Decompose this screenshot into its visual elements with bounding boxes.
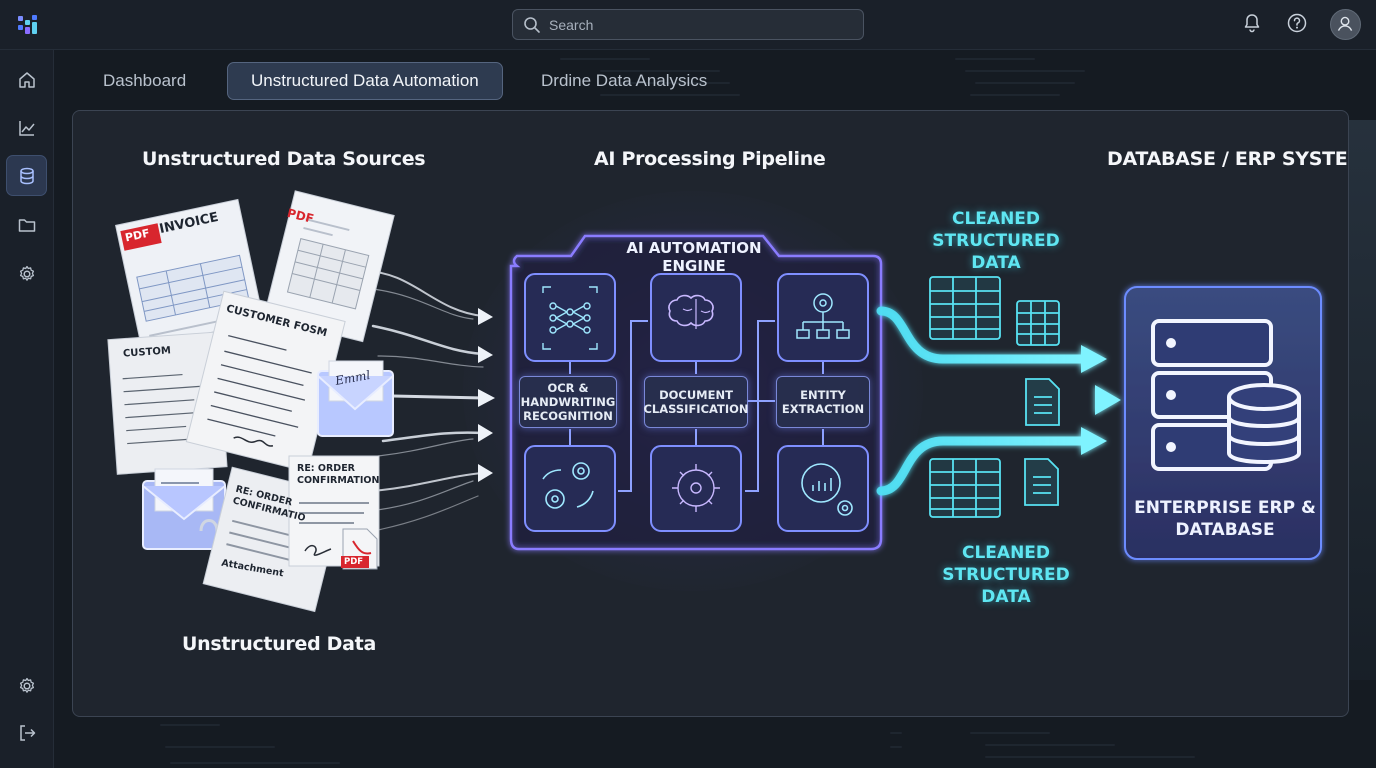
engine-tile-data-hub bbox=[777, 273, 869, 362]
engine-tile-circuit-brain bbox=[650, 445, 742, 532]
settings-icon bbox=[19, 677, 34, 693]
erp-title: DATABASE / ERP SYSTEM bbox=[1107, 148, 1349, 170]
order-confirmation-label: RE: ORDER CONFIRMATION bbox=[297, 463, 380, 486]
sources-title: Unstructured Data Sources bbox=[142, 148, 426, 170]
document-icon bbox=[1025, 378, 1060, 426]
output-flow-lines bbox=[876, 306, 1108, 496]
pdf-badge bbox=[120, 223, 162, 251]
sidebar-item-database[interactable] bbox=[6, 155, 47, 196]
settings-icon bbox=[19, 265, 34, 281]
user-icon bbox=[1337, 16, 1353, 31]
top-bar bbox=[0, 0, 1376, 50]
output-label-bottom: CLEANED STRUCTURED DATA bbox=[942, 543, 1070, 607]
chart-line-icon bbox=[18, 120, 35, 136]
tab-data-analysis[interactable]: Drdine Data Analysics bbox=[541, 71, 708, 90]
search-box[interactable] bbox=[512, 9, 864, 40]
output-label-top: CLEANED STRUCTURED DATA bbox=[932, 209, 1060, 273]
sidebar-item-preferences[interactable] bbox=[6, 665, 47, 706]
stage-entity-extraction: ENTITY EXTRACTION bbox=[776, 376, 870, 428]
tab-unstructured-data-automation[interactable]: Unstructured Data Automation bbox=[227, 62, 503, 100]
search-icon bbox=[524, 17, 540, 33]
spreadsheet-icon bbox=[929, 276, 1001, 340]
sidebar-item-analytics[interactable] bbox=[6, 107, 47, 148]
pdf-document bbox=[263, 190, 395, 343]
pdf-file-icon bbox=[341, 528, 378, 570]
workflow-panel: Unstructured Data Sources AI Processing … bbox=[72, 110, 1349, 717]
pipeline-title: AI Processing Pipeline bbox=[594, 148, 826, 170]
erp-label: ENTERPRISE ERP & DATABASE bbox=[1134, 498, 1316, 540]
bell-icon[interactable] bbox=[1241, 12, 1263, 34]
search-input[interactable] bbox=[549, 10, 849, 39]
stage-ocr: OCR & HANDWRITING RECOGNITION bbox=[519, 376, 617, 428]
engine-tile-analytics-gear bbox=[777, 445, 869, 532]
database-icon bbox=[19, 167, 34, 184]
sidebar-item-settings[interactable] bbox=[6, 253, 47, 294]
stage-classification: DOCUMENT CLASSIFICATION bbox=[643, 376, 749, 428]
sidebar-item-files[interactable] bbox=[6, 204, 47, 245]
input-arrowheads bbox=[478, 308, 495, 482]
avatar[interactable] bbox=[1330, 9, 1361, 40]
engine-title: AI AUTOMATION ENGINE bbox=[626, 239, 762, 275]
output-arrowheads bbox=[1081, 345, 1121, 455]
tab-dashboard[interactable]: Dashboard bbox=[103, 71, 187, 90]
engine-tile-brain bbox=[650, 273, 742, 362]
engine-tile-neural-net bbox=[524, 273, 616, 362]
sidebar-item-logout[interactable] bbox=[6, 712, 47, 753]
document-icon bbox=[1024, 458, 1059, 506]
email-envelope-icon bbox=[317, 360, 394, 437]
help-icon[interactable] bbox=[1286, 12, 1308, 34]
engine-tile-gears bbox=[524, 445, 616, 532]
app-logo-icon[interactable] bbox=[16, 13, 40, 37]
order-confirmation-document bbox=[288, 455, 380, 567]
engine-connectors bbox=[569, 320, 824, 492]
erp-database-box bbox=[1124, 286, 1322, 560]
home-icon bbox=[18, 71, 35, 88]
pdf-file-label: PDF bbox=[344, 557, 364, 567]
email-envelope-icon bbox=[142, 468, 226, 551]
sidebar-item-home[interactable] bbox=[6, 59, 47, 100]
sidebar bbox=[0, 50, 54, 768]
logout-icon bbox=[19, 724, 35, 741]
sources-caption: Unstructured Data bbox=[182, 633, 376, 655]
spreadsheet-icon bbox=[929, 458, 1001, 518]
folder-icon bbox=[18, 218, 35, 232]
spreadsheet-icon bbox=[1016, 300, 1060, 346]
